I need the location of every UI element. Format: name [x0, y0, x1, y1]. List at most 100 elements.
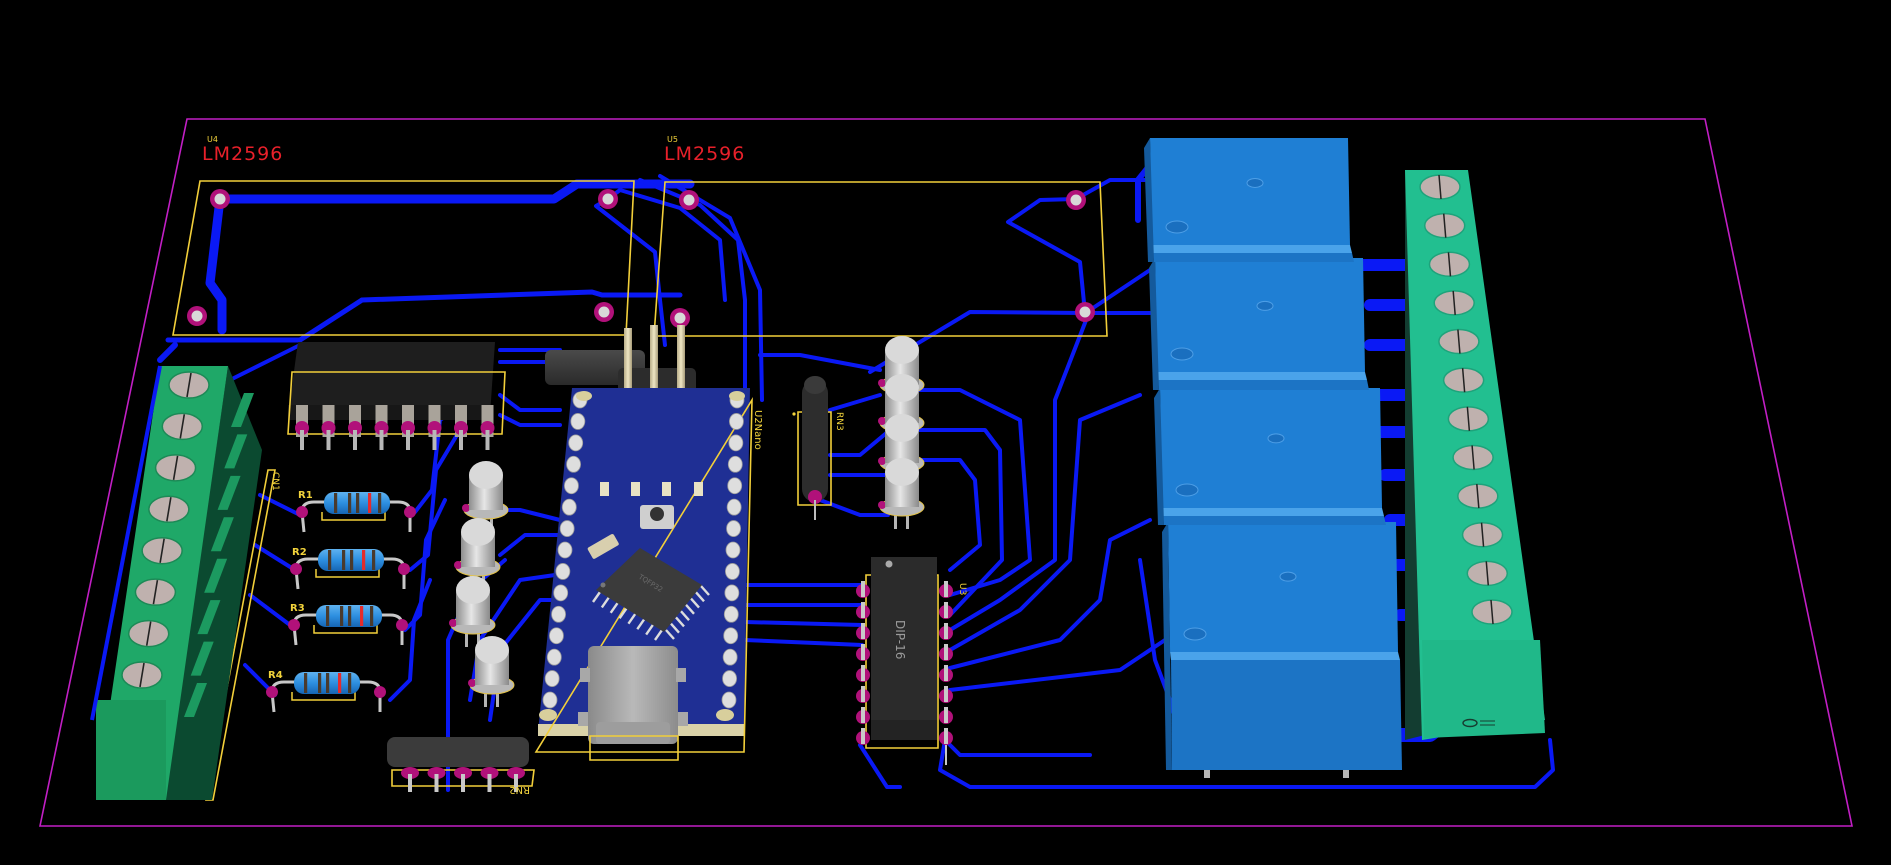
ic-pad [454, 421, 468, 435]
ic-pad [295, 421, 309, 435]
u3-pins [856, 581, 953, 765]
resistor-network-rn2[interactable]: RN2 [387, 737, 535, 795]
mcu-pin [700, 585, 710, 596]
trace [498, 393, 562, 412]
relay-2[interactable] [1149, 258, 1369, 390]
relay-dimple [1183, 627, 1207, 641]
rn3-lead [814, 500, 816, 520]
resistor-pad [404, 506, 416, 518]
resistor-band [340, 606, 344, 626]
led-lead [477, 625, 480, 647]
led-lead [906, 507, 909, 529]
resistor-ref-label: R4 [268, 670, 283, 681]
relay-dimple [1246, 177, 1264, 188]
nano-pin [722, 670, 737, 687]
ic-pad [480, 421, 495, 435]
right-terminal-screw-slot [1476, 484, 1480, 509]
u5-ref-label: U5 [667, 135, 678, 144]
rn2-body [387, 737, 529, 767]
cn1-screw-slot [179, 414, 186, 439]
led-pad [449, 619, 457, 627]
nano-pin [561, 498, 577, 516]
nano-reset-button-cap [650, 507, 664, 521]
relay-front [1163, 516, 1386, 525]
trace [828, 428, 892, 457]
ic-16pin-top-left[interactable] [287, 342, 506, 450]
relay-3[interactable] [1154, 388, 1386, 525]
nano-pin [727, 455, 743, 473]
arduino-nano-module[interactable]: U2Nano TQFP32 [534, 388, 763, 761]
module-u4[interactable]: U4 LM2596 [172, 135, 635, 336]
relay-1[interactable] [1144, 138, 1354, 262]
u4-outline [172, 180, 635, 336]
nano-usb-connector [578, 646, 688, 744]
module-u5[interactable]: U5 LM2596 [653, 135, 1108, 337]
resistor-r1[interactable]: R1 [296, 490, 416, 533]
dip-pin [861, 665, 865, 681]
led-lead [894, 507, 897, 529]
mcu-pin [670, 622, 680, 634]
dip-pin [861, 728, 865, 744]
relay-edge-highlight [1152, 245, 1352, 253]
resistor-r2[interactable]: R2 [290, 547, 410, 590]
u5-pads [670, 190, 1095, 328]
trace [898, 458, 982, 572]
right-terminal-screw-slot [1461, 368, 1466, 393]
relay-dimple [1256, 300, 1274, 311]
terminal-block-cn1[interactable]: CN1 [90, 365, 280, 801]
u5-outline [653, 181, 1108, 337]
resistor-outline [321, 512, 386, 521]
led-column-left [449, 461, 515, 707]
ic-u3-dip16[interactable]: DIP-16 U3 [856, 557, 967, 765]
nano-mcu: TQFP32 [592, 548, 710, 641]
resistor-band [350, 550, 354, 570]
rn2-pad [427, 767, 446, 779]
dip-pin [944, 602, 948, 618]
mcu-pin [609, 602, 619, 614]
nano-pin [727, 477, 743, 495]
resistor-outline [315, 569, 380, 578]
resistor-network-rn3[interactable]: RN3 [792, 376, 844, 520]
cn1-rib [204, 558, 228, 593]
trace [228, 343, 302, 382]
terminal-block-right[interactable] [1405, 170, 1545, 740]
resistor-pad [396, 619, 408, 631]
dip-pin [861, 707, 865, 723]
u3-body [871, 557, 937, 740]
nano-pin [546, 648, 562, 666]
trace [948, 268, 1152, 632]
relay-top [1168, 522, 1398, 652]
rn2-pin [408, 774, 412, 792]
relay-edge-highlight [1170, 652, 1400, 660]
nano-pin [726, 520, 741, 537]
relay-4[interactable] [1162, 522, 1402, 778]
mcu-pin [654, 629, 663, 641]
mcu-pin [680, 610, 690, 621]
right-terminal-screw-slot [1480, 522, 1485, 547]
resistor-r3[interactable]: R3 [288, 603, 408, 646]
relay-dimple [1175, 483, 1199, 497]
trace [938, 738, 1555, 789]
resistor-r4[interactable]: R4 [266, 670, 386, 713]
mcu-pin [665, 629, 675, 640]
nano-pin [542, 691, 558, 709]
cn1-screw-slot [159, 538, 165, 563]
header-pin [677, 325, 685, 388]
relay-front [1171, 660, 1402, 770]
dip-pin [944, 686, 948, 702]
dip-pin [861, 644, 865, 660]
right-terminal-screw-slot [1471, 445, 1475, 470]
trace [743, 620, 864, 627]
header-pin [650, 325, 658, 388]
cn1-screw-slot [139, 662, 145, 688]
nano-pin [726, 498, 742, 516]
trace [743, 638, 864, 647]
cn1-rib [217, 475, 241, 510]
led-lead [490, 510, 493, 532]
resistor-band [372, 550, 376, 570]
trace [1074, 178, 1147, 201]
resistor-band [304, 673, 308, 693]
ic-pad [374, 421, 389, 435]
